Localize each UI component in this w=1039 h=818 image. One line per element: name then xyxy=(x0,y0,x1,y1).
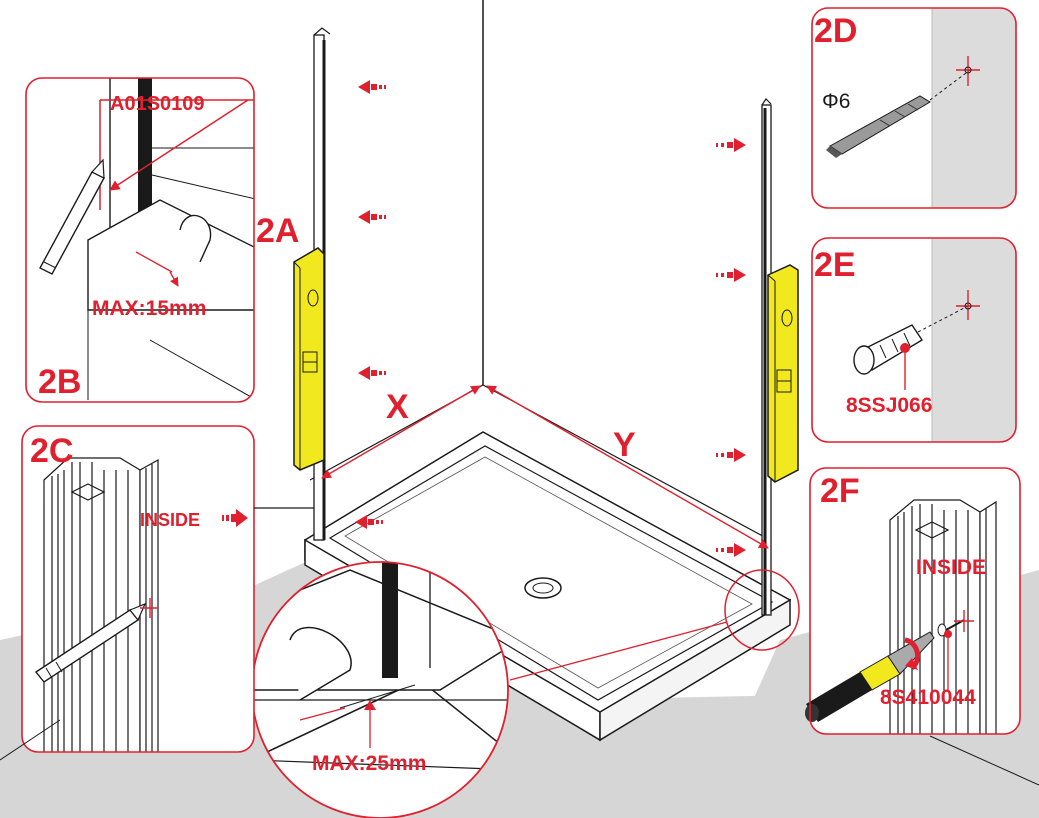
spirit-level-icon xyxy=(293,247,325,471)
dimension-y-label: Y xyxy=(613,426,636,464)
drill-bit-icon xyxy=(826,95,931,158)
drill-diameter-label: Φ6 xyxy=(822,90,850,113)
step-label-2f: 2F xyxy=(820,472,860,510)
max-gap-2b-label: MAX:15mm xyxy=(92,297,206,320)
arrow-icon xyxy=(222,509,248,527)
max-gap-main-label: MAX:25mm xyxy=(312,752,426,775)
panel-2f: 2F INSIDE 8S410044 xyxy=(805,467,1021,735)
dimension-x-label: X xyxy=(386,388,409,426)
pencil-icon xyxy=(39,158,105,275)
screwdriver-icon xyxy=(805,631,935,722)
arrow-icon xyxy=(716,138,746,557)
part-number-wall-profile: A01S0109 xyxy=(110,93,205,115)
step-label-2b: 2B xyxy=(38,363,81,401)
part-number-wall-plug: 8SSJ066 xyxy=(846,394,932,417)
part-number-screw: 8S410044 xyxy=(880,686,976,709)
panel-2b: A01S0109 MAX:15mm 2B xyxy=(25,77,255,403)
wall-plug-icon xyxy=(853,324,923,375)
dimension-line-y xyxy=(486,385,769,549)
zoom-detail: MAX:25mm xyxy=(251,561,509,818)
inside-label-2f: INSIDE xyxy=(916,556,986,579)
panel-2e: 2E 8SSJ066 xyxy=(811,237,1017,443)
spirit-level-icon xyxy=(767,264,799,483)
arrow-icon xyxy=(355,80,386,529)
inside-label-2c: INSIDE xyxy=(140,510,200,530)
panel-2c: 2C INSIDE xyxy=(21,425,314,753)
panel-2d: 2D Φ6 xyxy=(811,7,1017,209)
step-label-2a: 2A xyxy=(256,212,299,250)
drain xyxy=(524,577,562,599)
step-label-2c: 2C xyxy=(30,432,73,470)
zoom-source-circle xyxy=(724,569,800,651)
step-label-2e: 2E xyxy=(814,246,856,284)
dimension-line-x xyxy=(321,385,481,479)
step-label-2d: 2D xyxy=(814,12,857,50)
